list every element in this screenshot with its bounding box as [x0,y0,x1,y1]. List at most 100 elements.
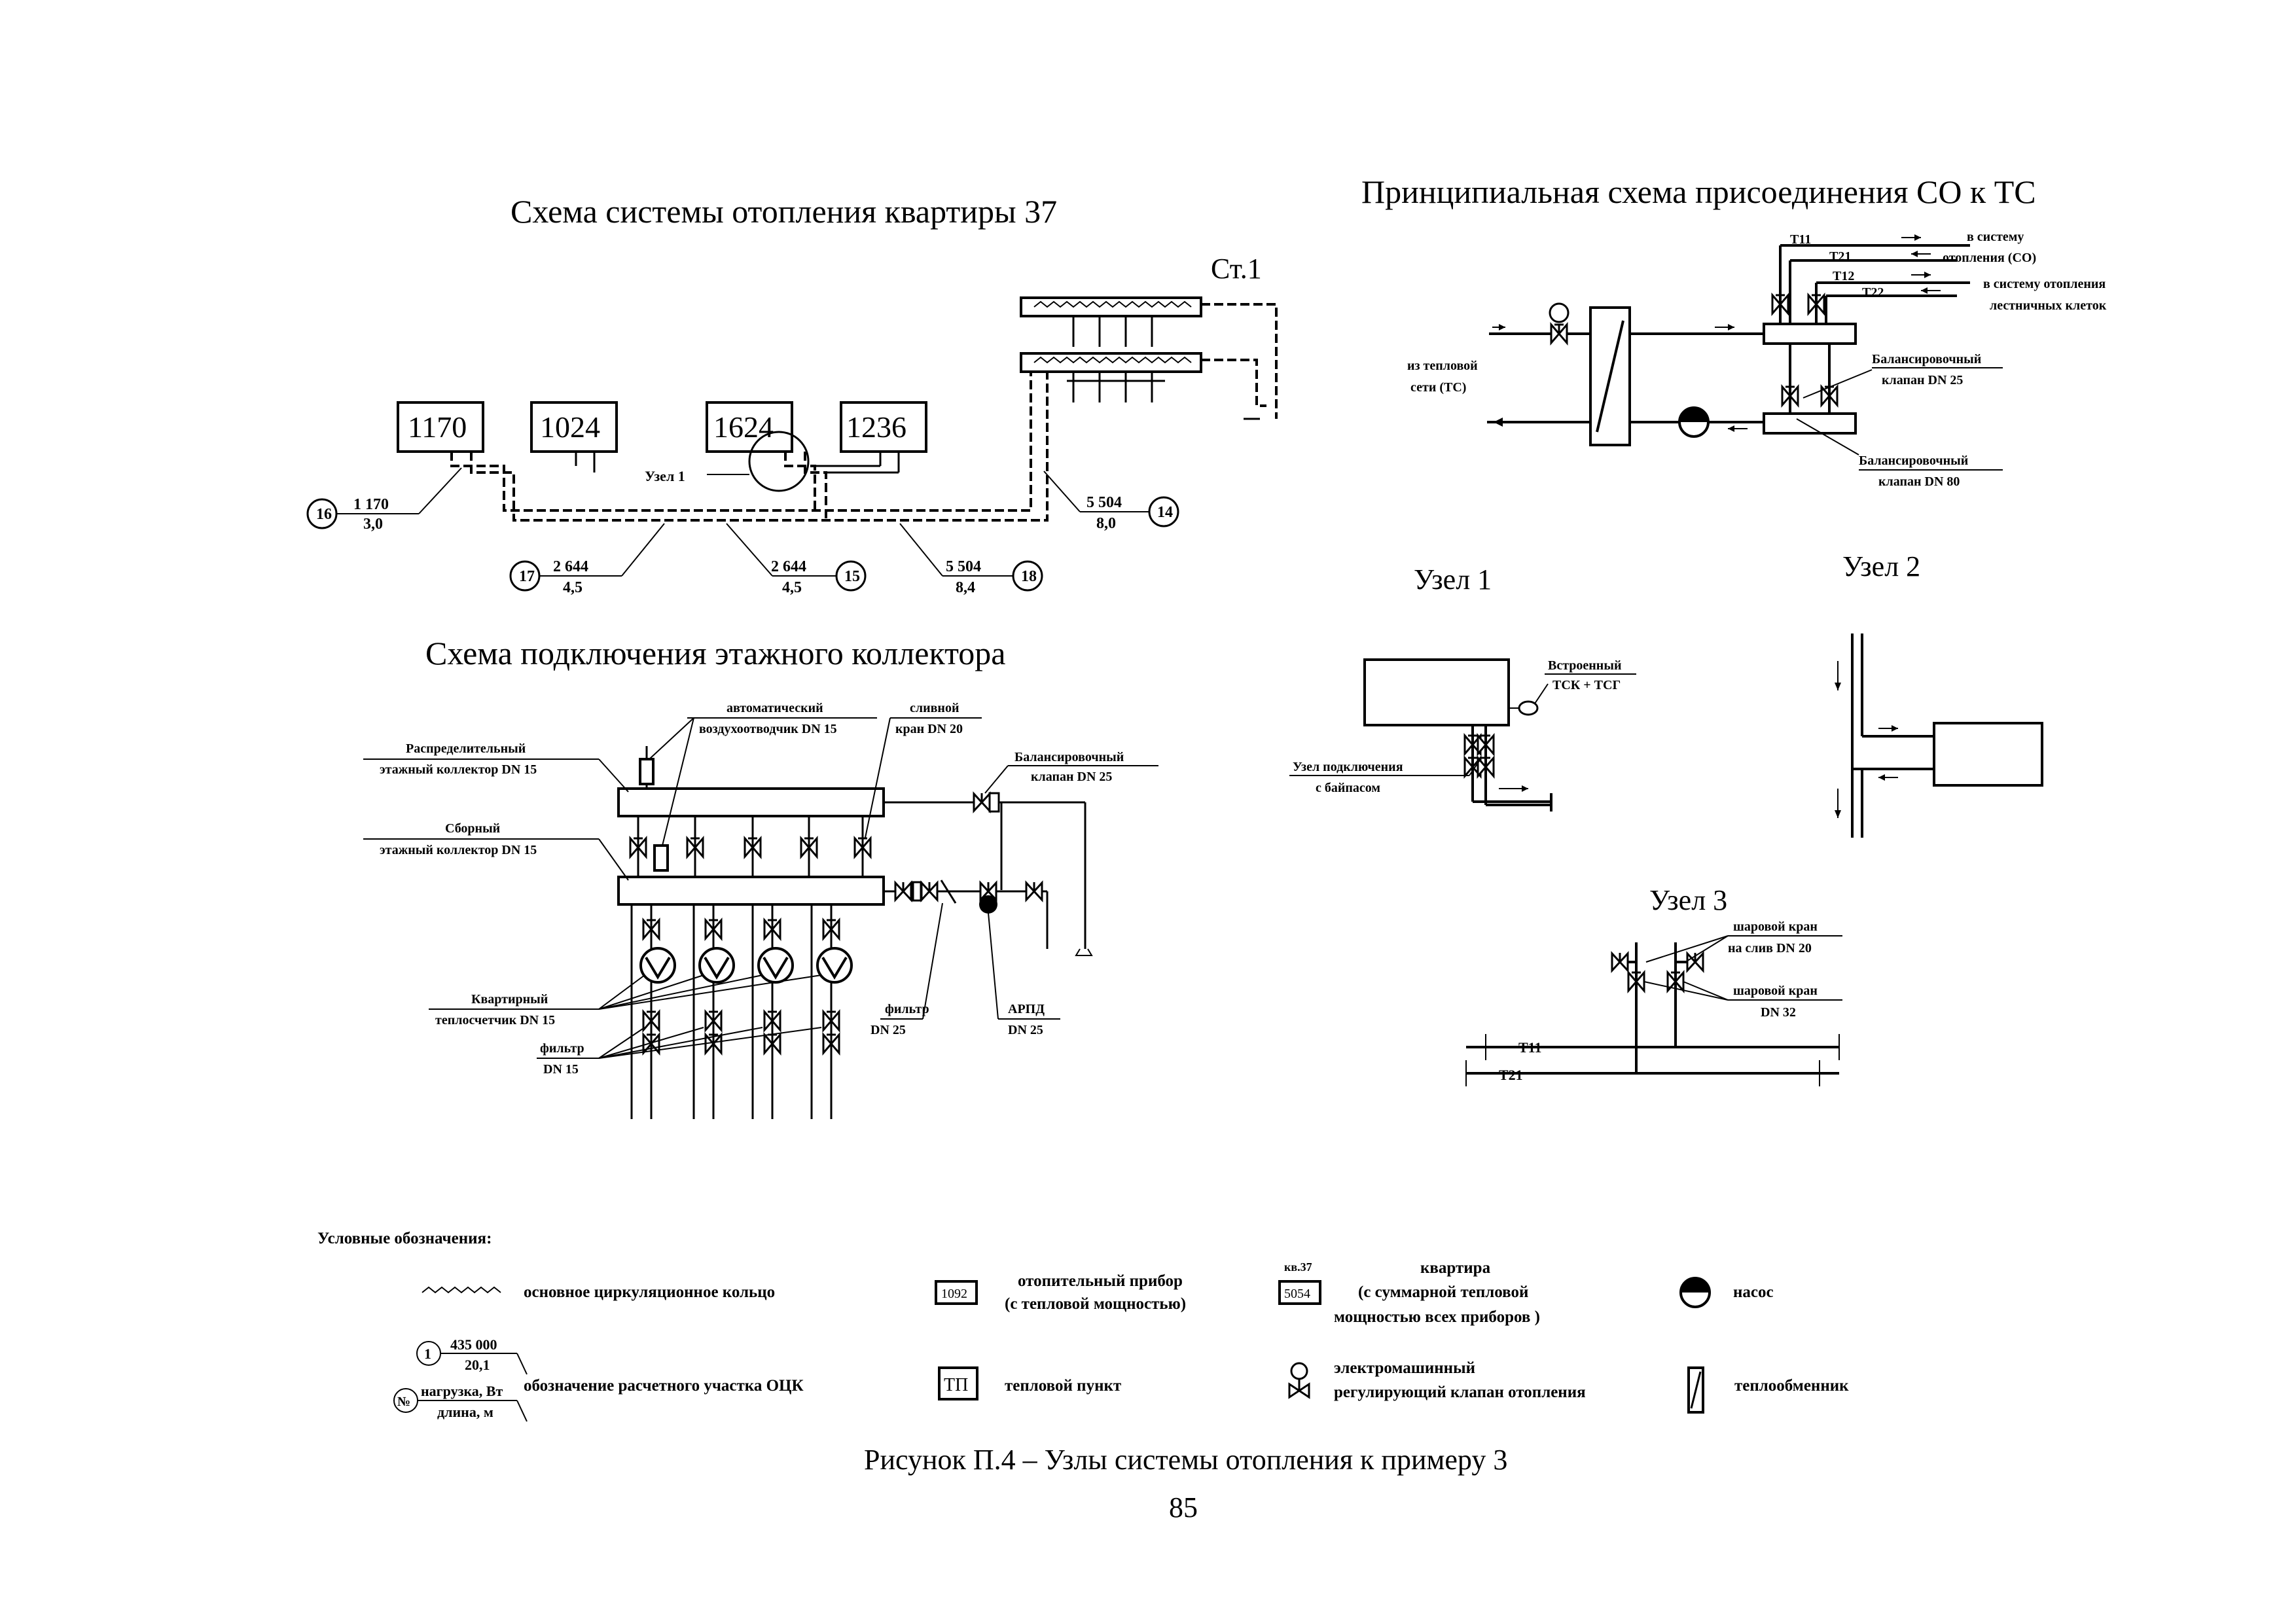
connection-scheme-title: Принципиальная схема присоединения СО к … [1361,173,2036,210]
svg-text:DN 15: DN 15 [543,1062,579,1077]
legend-apartment: кв.37 5054 квартира (с суммарной теплово… [1278,1259,1540,1326]
svg-text:2 644: 2 644 [553,558,588,575]
legend-pump: насос [1679,1277,1774,1308]
svg-text:№: № [397,1395,410,1409]
svg-text:теплообменник: теплообменник [1734,1377,1849,1395]
svg-text:ТП: ТП [944,1375,968,1395]
svg-text:регулирующий клапан отопления: регулирующий клапан отопления [1334,1383,1586,1401]
svg-text:4,5: 4,5 [563,579,583,596]
svg-text:1: 1 [424,1346,431,1362]
node-1-detail: Узел 1 Встроенный ТСК + ТСГ Узел подключ… [1289,563,1636,812]
node-3-detail: Узел 3 Т11 Т21 шаровой кран на слив DN 2… [1465,884,1842,1086]
svg-text:5 504: 5 504 [946,558,981,575]
svg-text:(с тепловой мощностью): (с тепловой мощностью) [1005,1295,1186,1313]
svg-text:обозначение расчетного участка: обозначение расчетного участка ОЦК [524,1377,804,1395]
svg-text:сети (ТС): сети (ТС) [1410,380,1466,395]
segment-14: 14 5 504 8,0 [1043,471,1179,532]
network-supply-line [1487,302,1590,427]
svg-text:на слив DN 20: на слив DN 20 [1728,941,1812,955]
svg-text:1092: 1092 [941,1287,967,1301]
svg-text:15: 15 [844,568,860,585]
svg-text:с байпасом: с байпасом [1316,781,1380,795]
upper-radiator-stack [1020,296,1202,402]
svg-text:шаровой кран: шаровой кран [1733,984,1818,998]
svg-text:этажный коллектор DN 15: этажный коллектор DN 15 [380,762,537,777]
node-1-marker: Узел 1 [645,431,810,492]
radiator-1236: 1236 [840,401,927,453]
return-line [884,801,1093,956]
pipework [575,418,1260,474]
svg-text:16: 16 [316,506,332,523]
node-2-detail: Узел 2 [1835,550,2043,838]
svg-text:Т11: Т11 [1790,232,1811,247]
svg-text:Т12: Т12 [1833,269,1854,283]
svg-text:20,1: 20,1 [465,1357,490,1373]
svg-text:длина, м: длина, м [437,1404,493,1420]
radiator-1624: 1624 [706,401,793,453]
node-3-title: Узел 3 [1649,884,1727,916]
radiator-1170: 1170 [397,401,484,453]
svg-text:2 644: 2 644 [771,558,806,575]
svg-text:Т21: Т21 [1829,249,1851,264]
svg-text:фильтр: фильтр [885,1002,929,1016]
collector-scheme-title: Схема подключения этажного коллектора [425,635,1005,671]
svg-text:1236: 1236 [846,410,906,444]
svg-text:шаровой кран: шаровой кран [1733,919,1818,934]
segment-15: 15 2 644 4,5 [726,523,867,596]
apartment-heating-scheme: Схема системы отопления квартиры 37 Ст.1… [306,193,1278,596]
svg-text:из тепловой: из тепловой [1407,359,1478,373]
svg-text:лестничных клеток: лестничных клеток [1990,298,2107,313]
legend-heat-point: ТП тепловой пункт [938,1366,1121,1400]
svg-text:квартира: квартира [1420,1259,1491,1277]
svg-text:основное циркуляционное кольцо: основное циркуляционное кольцо [524,1283,775,1301]
svg-text:5 504: 5 504 [1086,494,1122,511]
segment-18: 18 5 504 8,4 [899,523,1043,596]
svg-text:8,4: 8,4 [956,579,975,596]
svg-text:ТСК + ТСГ: ТСК + ТСГ [1552,678,1621,692]
svg-text:клапан DN 80: клапан DN 80 [1878,474,1960,489]
riser-label: Ст.1 [1211,253,1262,285]
heat-exchanger [1589,306,1631,446]
apartment-branches [630,904,853,1119]
legend-segment: 1 435 000 20,1 № нагрузка, Вт длина, м о… [393,1336,804,1422]
svg-text:4,5: 4,5 [782,579,802,596]
svg-text:Квартирный: Квартирный [471,992,548,1007]
segment-16: 16 1 170 3,0 [306,467,462,533]
svg-text:нагрузка, Вт: нагрузка, Вт [421,1383,503,1399]
svg-text:сливной: сливной [910,701,959,715]
svg-text:8,0: 8,0 [1096,515,1116,532]
svg-text:Т22: Т22 [1862,285,1884,300]
svg-text:электромашинный: электромашинный [1334,1359,1475,1377]
legend-exchanger: теплообменник [1687,1366,1849,1414]
svg-text:Т21: Т21 [1499,1067,1523,1083]
legend: Условные обозначения: основное циркуляци… [317,1230,1849,1422]
svg-text:Балансировочный: Балансировочный [1014,750,1124,764]
svg-text:отопительный прибор: отопительный прибор [1018,1272,1183,1290]
collector-scheme: Схема подключения этажного коллектора [363,635,1158,1119]
legend-motor-valve: электромашинный регулирующий клапан отоп… [1288,1359,1586,1401]
svg-text:воздухоотводчик DN 15: воздухоотводчик DN 15 [699,722,837,736]
svg-text:435 000: 435 000 [450,1336,497,1353]
svg-text:отопления (СО): отопления (СО) [1943,251,2036,265]
apartment-scheme-title: Схема системы отопления квартиры 37 [511,193,1057,230]
svg-text:насос: насос [1733,1283,1774,1301]
svg-text:18: 18 [1021,568,1037,585]
figure-caption: Рисунок П.4 – Узлы системы отопления к п… [864,1444,1507,1476]
svg-text:тепловой пункт: тепловой пункт [1005,1377,1121,1395]
svg-text:клапан DN 25: клапан DN 25 [1031,770,1112,784]
svg-text:в систему отопления: в систему отопления [1983,277,2106,291]
connection-scheme: Принципиальная схема присоединения СО к … [1361,173,2107,489]
svg-text:(с суммарной тепловой: (с суммарной тепловой [1358,1283,1528,1301]
svg-text:в систему: в систему [1967,230,2024,244]
svg-text:мощностью всех приборов ): мощностью всех приборов ) [1334,1308,1540,1326]
legend-main-ring: основное циркуляционное кольцо [422,1283,775,1301]
node-1-title: Узел 1 [1414,563,1492,596]
svg-text:DN 25: DN 25 [870,1023,906,1037]
svg-text:1170: 1170 [408,410,467,444]
svg-text:5054: 5054 [1284,1287,1310,1301]
svg-text:АРПД: АРПД [1008,1002,1045,1016]
svg-text:этажный коллектор DN 15: этажный коллектор DN 15 [380,843,537,857]
svg-text:фильтр: фильтр [540,1041,584,1056]
svg-text:3,0: 3,0 [363,516,383,533]
svg-text:Распределительный: Распределительный [406,741,526,756]
